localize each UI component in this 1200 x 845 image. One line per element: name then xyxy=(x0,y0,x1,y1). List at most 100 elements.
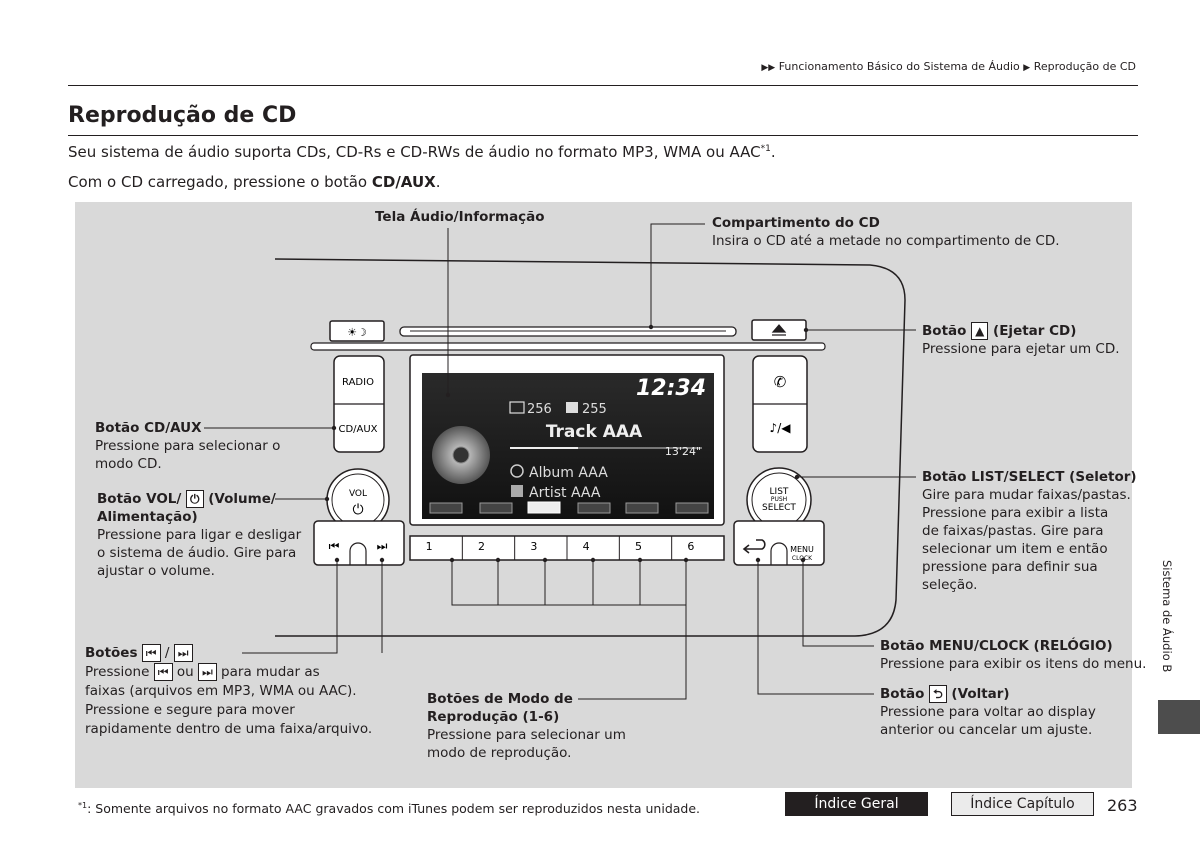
title-rule xyxy=(68,135,1138,136)
footnote-ref: *1 xyxy=(760,144,771,154)
footnote-text: : Somente arquivos no formato AAC gravad… xyxy=(87,801,701,817)
skip-forward-inline-icon: ⏭ xyxy=(173,644,193,662)
mode-icon-2 xyxy=(479,502,513,514)
vol-title-pre: Botão VOL/ xyxy=(97,491,182,507)
skip-back-inline-icon: ⏮ xyxy=(141,644,161,662)
chapter-tab[interactable] xyxy=(1158,700,1200,734)
back-inline-icon: ⮌ xyxy=(929,685,947,703)
vol-desc-1: Pressione para ligar e desligar xyxy=(97,527,302,543)
intro-text-2: Com o CD carregado, pressione o botão xyxy=(68,173,372,191)
mode-title-1: Botões de Modo de xyxy=(427,691,573,707)
power-inline-icon: ⏻ xyxy=(186,490,204,508)
mode-title-2: Reprodução (1-6) xyxy=(427,709,560,725)
double-arrow-icon: ▶▶ xyxy=(761,63,776,73)
display-clock: 12:34 xyxy=(636,376,706,401)
mode-icon-5 xyxy=(625,502,659,514)
list-desc-1: Gire para mudar faixas/pastas. xyxy=(922,487,1131,503)
cdaux-desc-1: Pressione para selecionar o xyxy=(95,438,281,454)
breadcrumb-item-current[interactable]: Reprodução de CD xyxy=(1033,60,1136,73)
back-title-post: (Voltar) xyxy=(946,686,1010,702)
skip-desc-mid: ou xyxy=(176,664,194,680)
back-callout: Botão ⮌ (Voltar) Pressione para voltar a… xyxy=(880,685,1096,739)
day-night-icon: ☀☽ xyxy=(347,326,367,339)
cd-slot-callout: Compartimento do CD Insira o CD até a me… xyxy=(712,214,1060,250)
skip-desc-2: faixas (arquivos em MP3, WMA ou AAC). xyxy=(85,683,357,699)
folder-icon xyxy=(509,401,525,414)
track-count-icon xyxy=(566,402,578,413)
preset-button-2[interactable]: 2 xyxy=(478,540,485,553)
skip-forward-button[interactable]: ⏭ xyxy=(377,539,388,553)
menu-callout: Botão MENU/CLOCK (RELÓGIO) Pressione par… xyxy=(880,637,1146,673)
skip-title: Botões xyxy=(85,645,138,661)
cdaux-desc-2: modo CD. xyxy=(95,456,162,472)
vol-desc-3: ajustar o volume. xyxy=(97,563,215,579)
breadcrumb: ▶▶ Funcionamento Básico do Sistema de Áu… xyxy=(761,60,1136,73)
footnote: *1: Somente arquivos no formato AAC grav… xyxy=(78,801,700,816)
eject-icon xyxy=(771,324,787,336)
vol-label: VOL xyxy=(349,489,367,499)
list-label: LIST xyxy=(770,487,789,497)
list-title: Botão LIST/SELECT (Seletor) xyxy=(922,469,1137,485)
cd-disc-hole xyxy=(452,446,470,464)
track-count: 255 xyxy=(582,402,607,417)
cd-slot-title: Compartimento do CD xyxy=(712,215,880,231)
back-title-pre: Botão xyxy=(880,686,930,702)
preset-button-4[interactable]: 4 xyxy=(583,540,590,553)
leader-dots xyxy=(324,324,809,563)
preset-button-6[interactable]: 6 xyxy=(687,540,694,553)
preset-button-5[interactable]: 5 xyxy=(635,540,642,553)
mode-icon-row xyxy=(429,501,709,514)
list-callout: Botão LIST/SELECT (Seletor) Gire para mu… xyxy=(922,468,1137,594)
vol-callout: Botão VOL/ ⏻ (Volume/ Alimentação) Press… xyxy=(97,490,301,580)
phone-icon[interactable]: ✆ xyxy=(774,373,787,391)
chapter-index-button[interactable]: Índice Capítulo xyxy=(951,792,1094,816)
push-label: PUSH xyxy=(771,496,787,503)
skip-back-inline-icon-2: ⏮ xyxy=(153,663,173,681)
preset-button-3[interactable]: 3 xyxy=(530,540,537,553)
cdaux-title: Botão CD/AUX xyxy=(95,420,202,436)
mode-desc-2: modo de reprodução. xyxy=(427,745,572,761)
cdaux-button[interactable]: CD/AUX xyxy=(338,424,377,435)
preset-button-1[interactable]: 1 xyxy=(426,540,433,553)
skip-callout: Botões ⏮ / ⏭ Pressione ⏮ ou ⏭ para mudar… xyxy=(85,644,372,739)
page-number: 263 xyxy=(1107,796,1138,815)
vol-title-line2: Alimentação) xyxy=(97,509,198,525)
intro-text-2-end: . xyxy=(435,173,441,191)
back-button[interactable] xyxy=(742,539,766,554)
skip-desc-4: rapidamente dentro de uma faixa/arquivo. xyxy=(85,721,373,737)
skip-sep: / xyxy=(164,645,170,661)
list-desc-6: seleção. xyxy=(922,577,978,593)
general-index-button[interactable]: Índice Geral xyxy=(785,792,928,816)
intro-bold-cdaux: CD/AUX xyxy=(371,173,436,191)
list-desc-5: pressione para definir sua xyxy=(922,559,1098,575)
screen-label: Tela Áudio/Informação xyxy=(375,209,545,225)
intro-paragraph-1: Seu sistema de áudio suporta CDs, CD-Rs … xyxy=(68,143,776,161)
music-mute-icon[interactable]: ♪/◀ xyxy=(770,421,792,435)
back-desc-2: anterior ou cancelar um ajuste. xyxy=(880,722,1093,738)
back-menu-divider xyxy=(770,542,788,565)
mode-icon-6 xyxy=(675,502,709,514)
intro-paragraph-2: Com o CD carregado, pressione o botão CD… xyxy=(68,173,440,191)
list-desc-4: selecionar um item e então xyxy=(922,541,1108,557)
skip-desc-pre: Pressione xyxy=(85,664,150,680)
leader-back xyxy=(757,560,874,695)
side-section-label: Sistema de Áudio B xyxy=(1160,560,1174,673)
footnote-mark: *1 xyxy=(78,801,88,810)
menu-desc: Pressione para exibir os itens do menu. xyxy=(880,656,1147,672)
menu-button[interactable]: MENU xyxy=(790,545,814,554)
skip-back-button[interactable]: ⏮ xyxy=(329,539,340,553)
list-desc-3: de faixas/pastas. Gire para xyxy=(922,523,1104,539)
select-label: SELECT xyxy=(762,503,796,513)
skip-forward-inline-icon-2: ⏭ xyxy=(197,663,217,681)
header-rule xyxy=(68,85,1138,86)
folder-count: 256 xyxy=(527,402,552,417)
eject-title-post: (Ejetar CD) xyxy=(988,323,1077,339)
page-title: Reprodução de CD xyxy=(68,103,297,128)
preset-buttons: 1 2 3 4 5 6 xyxy=(426,536,694,560)
breadcrumb-item-basic[interactable]: Funcionamento Básico do Sistema de Áudio xyxy=(778,60,1020,73)
leader-menu xyxy=(802,560,874,647)
day-night-button[interactable] xyxy=(329,320,385,342)
cdaux-callout: Botão CD/AUX Pressione para selecionar o… xyxy=(95,419,280,473)
radio-button[interactable]: RADIO xyxy=(342,377,374,388)
